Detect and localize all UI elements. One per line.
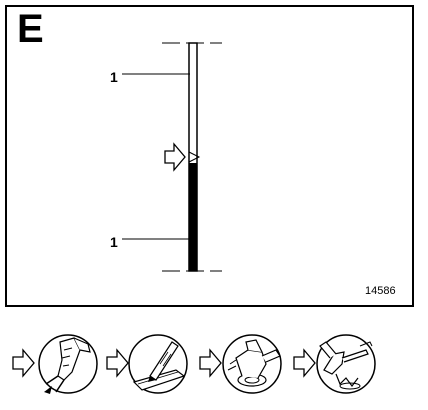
grinding-disc-icon — [222, 334, 282, 394]
panel-section-filled — [189, 163, 197, 271]
chisel-cutting-icon — [128, 334, 188, 394]
step-arrow-icon-4 — [293, 348, 316, 378]
panel-letter: E — [17, 7, 44, 51]
callout-label-bottom: 1 — [110, 234, 118, 250]
procedure-steps-strip — [12, 334, 376, 394]
section-diagram — [122, 42, 222, 272]
welding-torch-icon — [316, 334, 376, 394]
angle-grinder-icon — [38, 334, 98, 394]
figure-panel: E 1 1 14586 — [5, 5, 414, 307]
step-arrow-icon-1 — [12, 348, 35, 378]
cut-point-arrow-icon — [164, 142, 201, 172]
step-arrow-icon-3 — [199, 348, 222, 378]
reference-number: 14586 — [365, 285, 396, 297]
step-arrow-icon-2 — [106, 348, 129, 378]
callout-label-top: 1 — [110, 69, 118, 85]
